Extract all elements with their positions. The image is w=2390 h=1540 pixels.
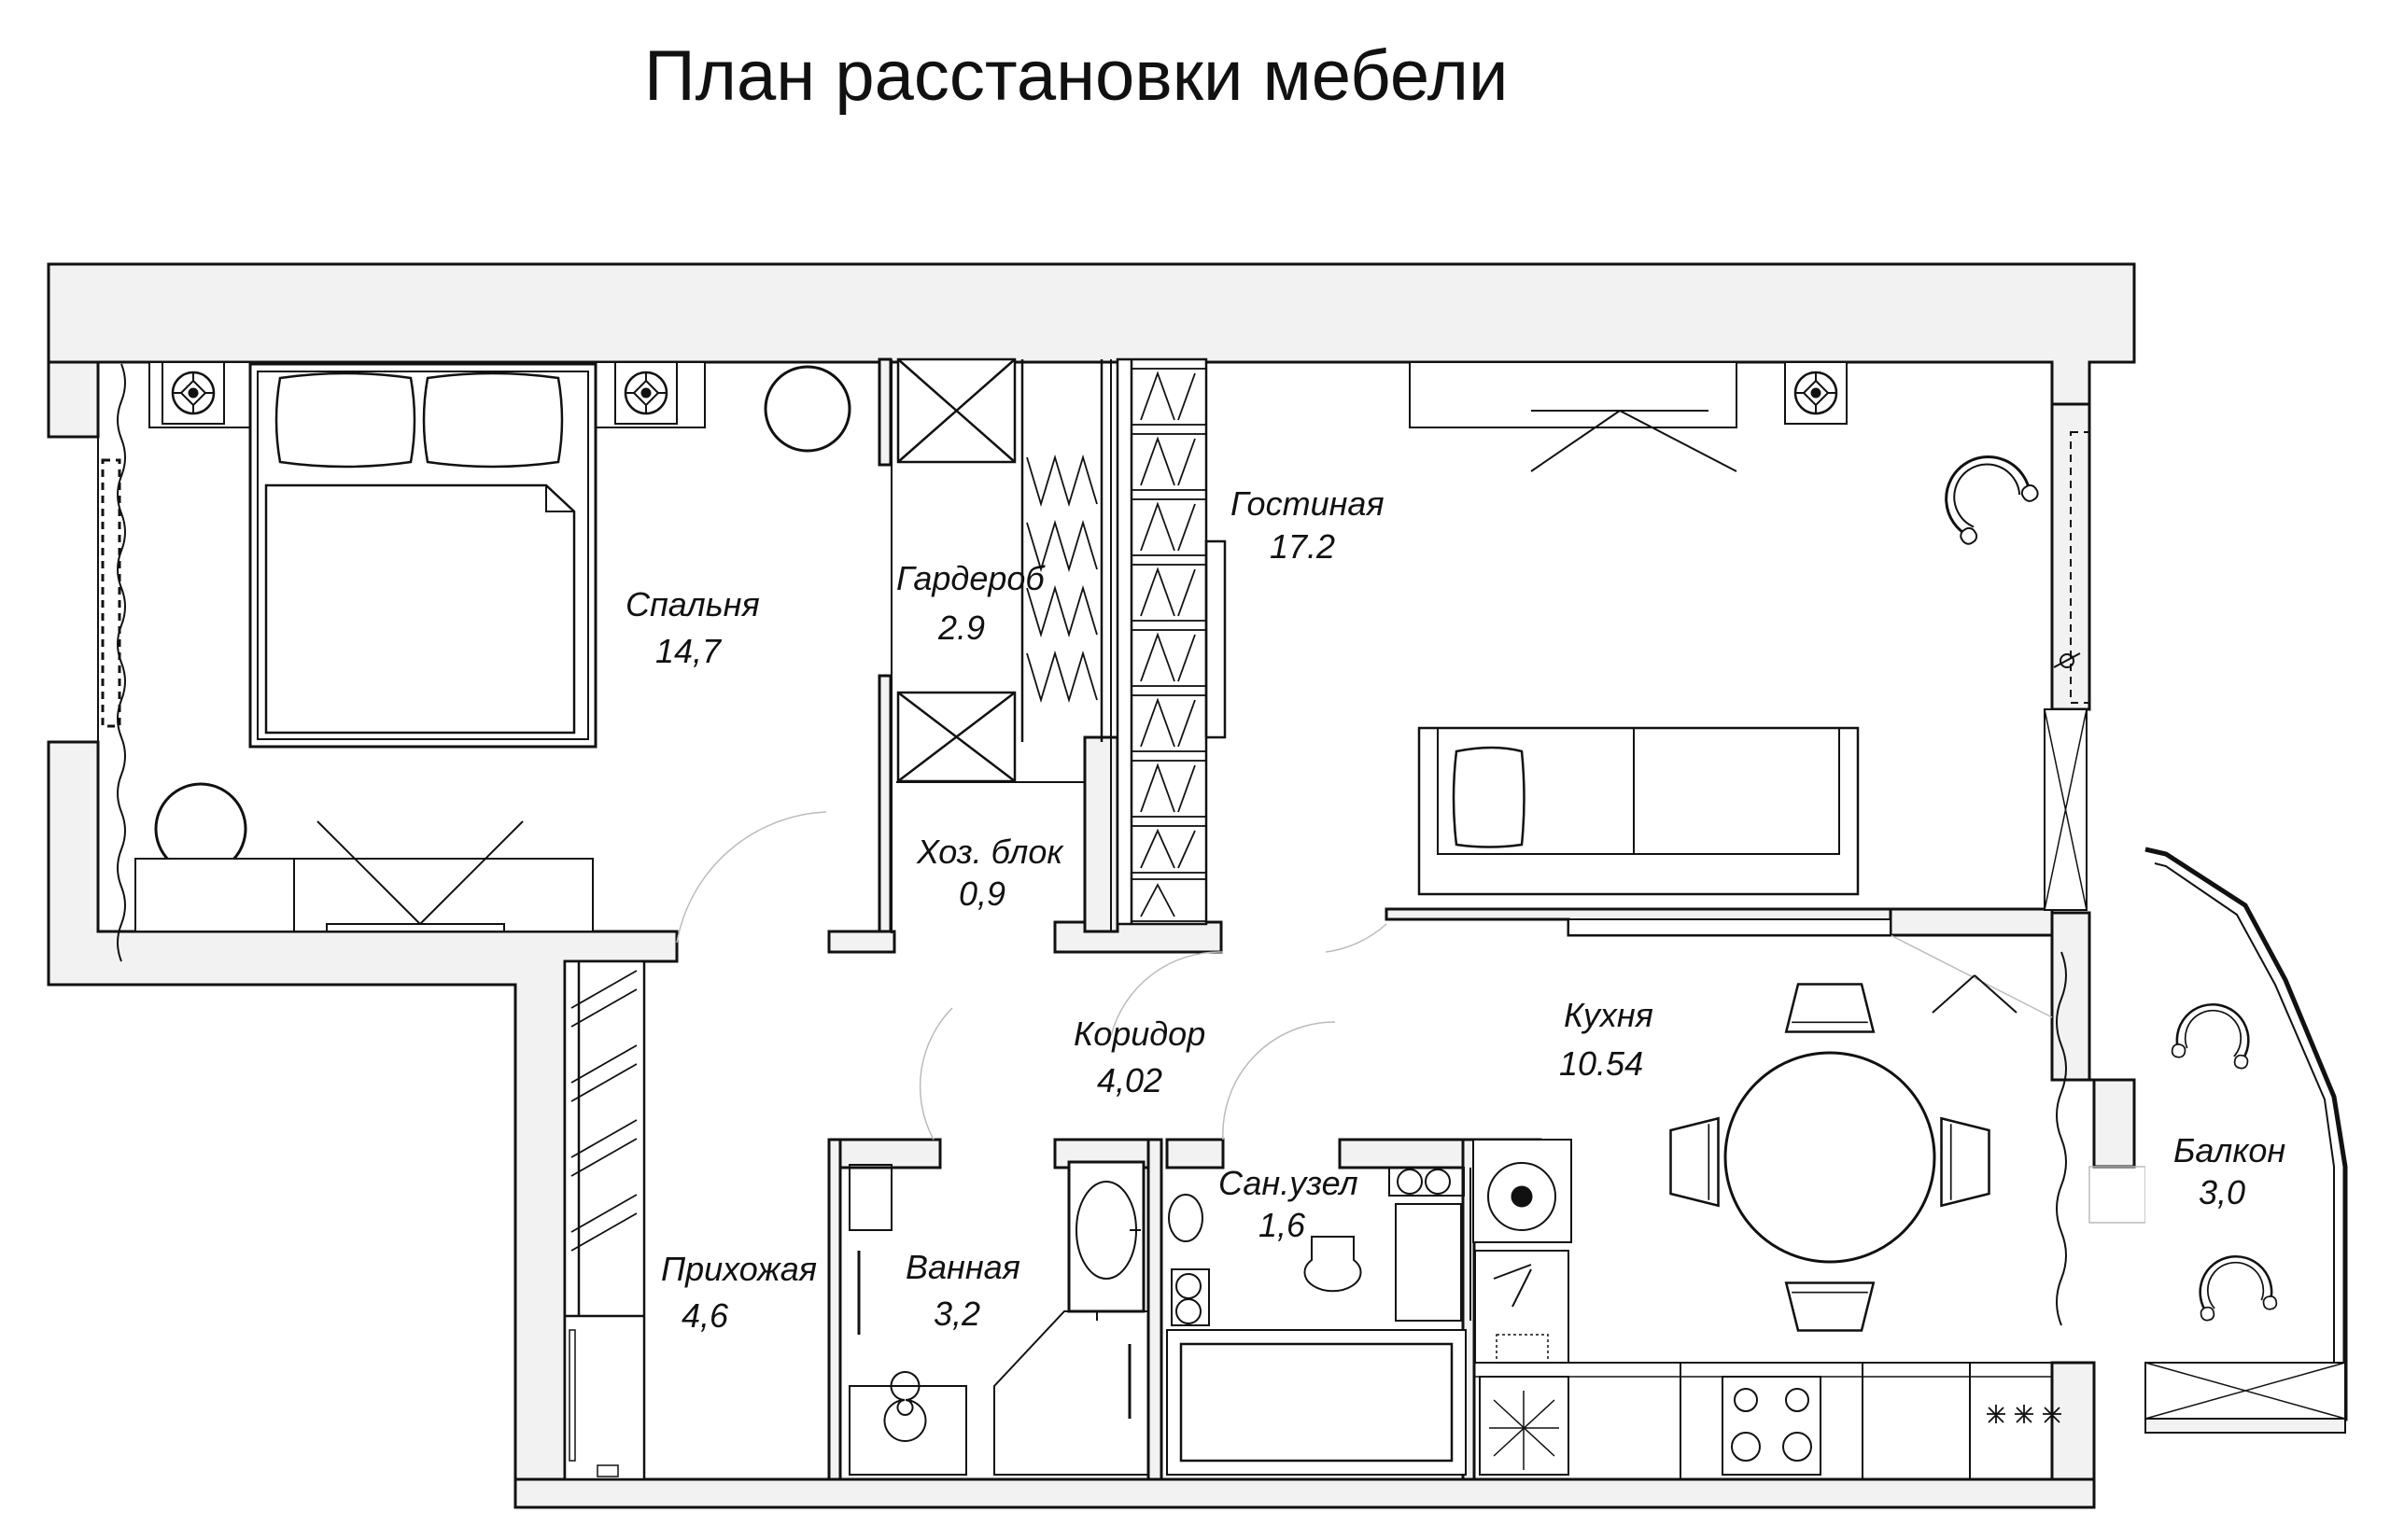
room-labels: Спальня 14,7 Гардероб 2.9 Хоз. блок 0,9 …: [626, 484, 2285, 1335]
bedroom-furniture: [101, 360, 851, 962]
balcony: [2144, 847, 2348, 1434]
area-bedroom: 14,7: [655, 632, 723, 670]
area-balcony: 3,0: [2199, 1173, 2245, 1211]
kitchen-furniture: [1472, 951, 2146, 1479]
label-living: Гостиная: [1230, 484, 1385, 523]
label-storage: Хоз. блок: [916, 833, 1064, 871]
label-wardrobe: Гардероб: [896, 559, 1046, 597]
area-wardrobe: 2.9: [937, 609, 985, 647]
shelving-unit: [1116, 357, 1227, 926]
walls: [47, 262, 2136, 1509]
area-storage: 0,9: [959, 875, 1005, 913]
label-kitchen: Кухня: [1564, 996, 1653, 1034]
label-hall: Прихожая: [661, 1250, 817, 1288]
label-bath: Ванная: [906, 1248, 1020, 1286]
hall-furniture: [563, 959, 646, 1481]
wardrobe-furniture: [896, 357, 1104, 783]
living-furniture: [1409, 360, 2090, 936]
plan-title: План расстановки мебели: [644, 36, 1509, 116]
door-swings: [676, 811, 2053, 1141]
area-wc: 1,6: [1258, 1206, 1306, 1244]
area-living: 17.2: [1270, 527, 1335, 566]
area-corridor: 4,02: [1097, 1061, 1162, 1099]
area-bath: 3,2: [934, 1295, 980, 1333]
area-kitchen: 10.54: [1559, 1044, 1643, 1083]
area-hall: 4,6: [682, 1296, 729, 1335]
label-bedroom: Спальня: [626, 585, 760, 623]
bath-furniture: [849, 1160, 1149, 1476]
label-balcony: Балкон: [2173, 1131, 2285, 1169]
label-corridor: Коридор: [1074, 1015, 1205, 1053]
wc-furniture: [1166, 1167, 1467, 1476]
label-wc: Сан.узел: [1218, 1164, 1358, 1202]
